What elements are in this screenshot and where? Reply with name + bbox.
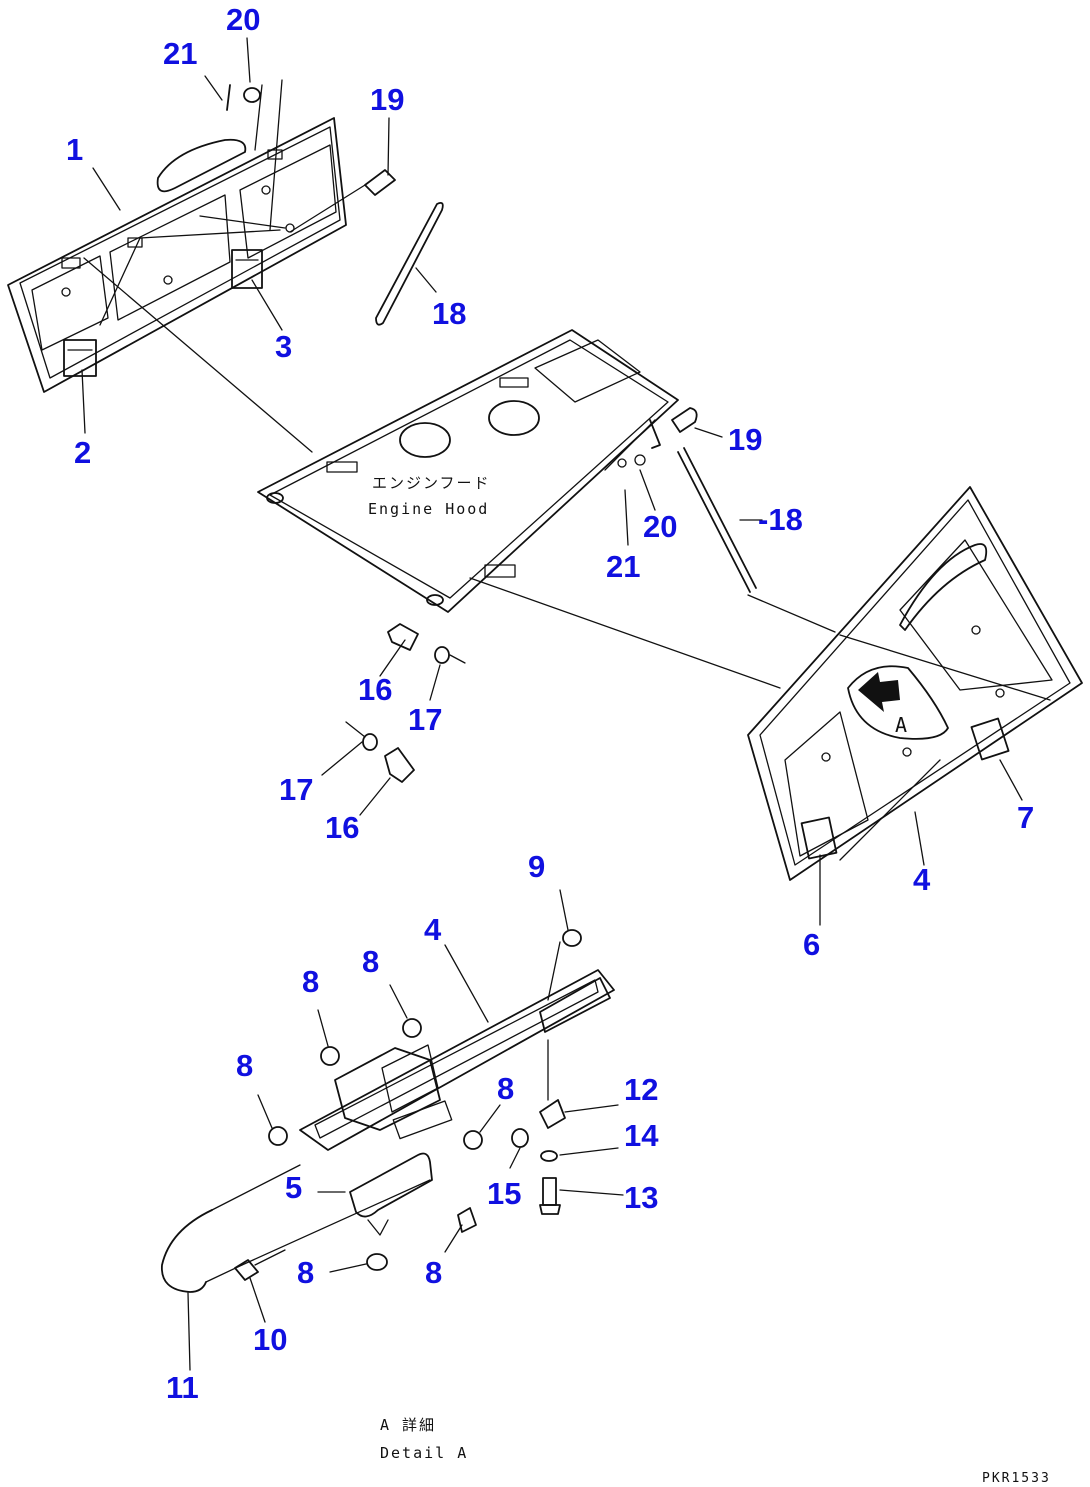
callout-8: 8 <box>302 964 319 999</box>
callout-20: 20 <box>643 509 677 544</box>
callout-18: 18 <box>432 296 466 331</box>
bolt-right <box>671 407 698 433</box>
callout-labels: 1 2 3 18 19 20 21 19 -18 20 21 16 17 17 … <box>66 2 1034 1405</box>
leader-lines <box>81 37 1023 1371</box>
callout-16: 16 <box>358 672 392 707</box>
callout-18: -18 <box>758 502 803 537</box>
drawing-code: PKR1533 <box>982 1471 1051 1486</box>
callout-15: 15 <box>487 1176 521 1211</box>
left-side-cover <box>7 117 347 393</box>
callout-21: 21 <box>606 549 640 584</box>
detail-marker: A <box>895 713 909 737</box>
detail-title-jp: A 詳細 <box>380 1416 436 1434</box>
hood-label-jp: エンジンフード <box>372 474 491 492</box>
callout-21: 21 <box>163 36 197 71</box>
callout-4: 4 <box>913 862 931 897</box>
callout-8: 8 <box>425 1255 442 1290</box>
pin-and-nut-upper <box>226 79 283 231</box>
callout-6: 6 <box>803 927 820 962</box>
callout-10: 10 <box>253 1322 287 1357</box>
hinge-pin-group <box>345 623 466 783</box>
callout-20: 20 <box>226 2 260 37</box>
callout-5: 5 <box>285 1170 302 1205</box>
callout-4: 4 <box>424 912 442 947</box>
callout-17: 17 <box>408 702 442 737</box>
callout-8: 8 <box>362 944 379 979</box>
callout-8: 8 <box>497 1071 514 1106</box>
callout-2: 2 <box>74 435 91 470</box>
callout-8: 8 <box>297 1255 314 1290</box>
callout-14: 14 <box>624 1118 659 1153</box>
callout-9: 9 <box>528 849 545 884</box>
right-side-cover: A <box>747 486 1083 881</box>
detail-title-en: Detail A <box>380 1444 468 1462</box>
callout-3: 3 <box>275 329 292 364</box>
callout-11: 11 <box>166 1370 199 1405</box>
stay-rod-upper <box>375 201 444 326</box>
engine-hood: エンジンフード Engine Hood <box>257 329 679 613</box>
hood-label-en: Engine Hood <box>368 500 489 518</box>
stay-rod-right <box>677 447 757 593</box>
callout-17: 17 <box>279 772 313 807</box>
callout-8: 8 <box>236 1048 253 1083</box>
detail-a-assembly <box>161 929 615 1293</box>
callout-1: 1 <box>66 132 83 167</box>
callout-13: 13 <box>624 1180 658 1215</box>
callout-7: 7 <box>1017 800 1034 835</box>
callout-16: 16 <box>325 810 359 845</box>
bolt-upper <box>289 169 396 233</box>
callout-19: 19 <box>728 422 762 457</box>
callout-19: 19 <box>370 82 404 117</box>
callout-12: 12 <box>624 1072 658 1107</box>
